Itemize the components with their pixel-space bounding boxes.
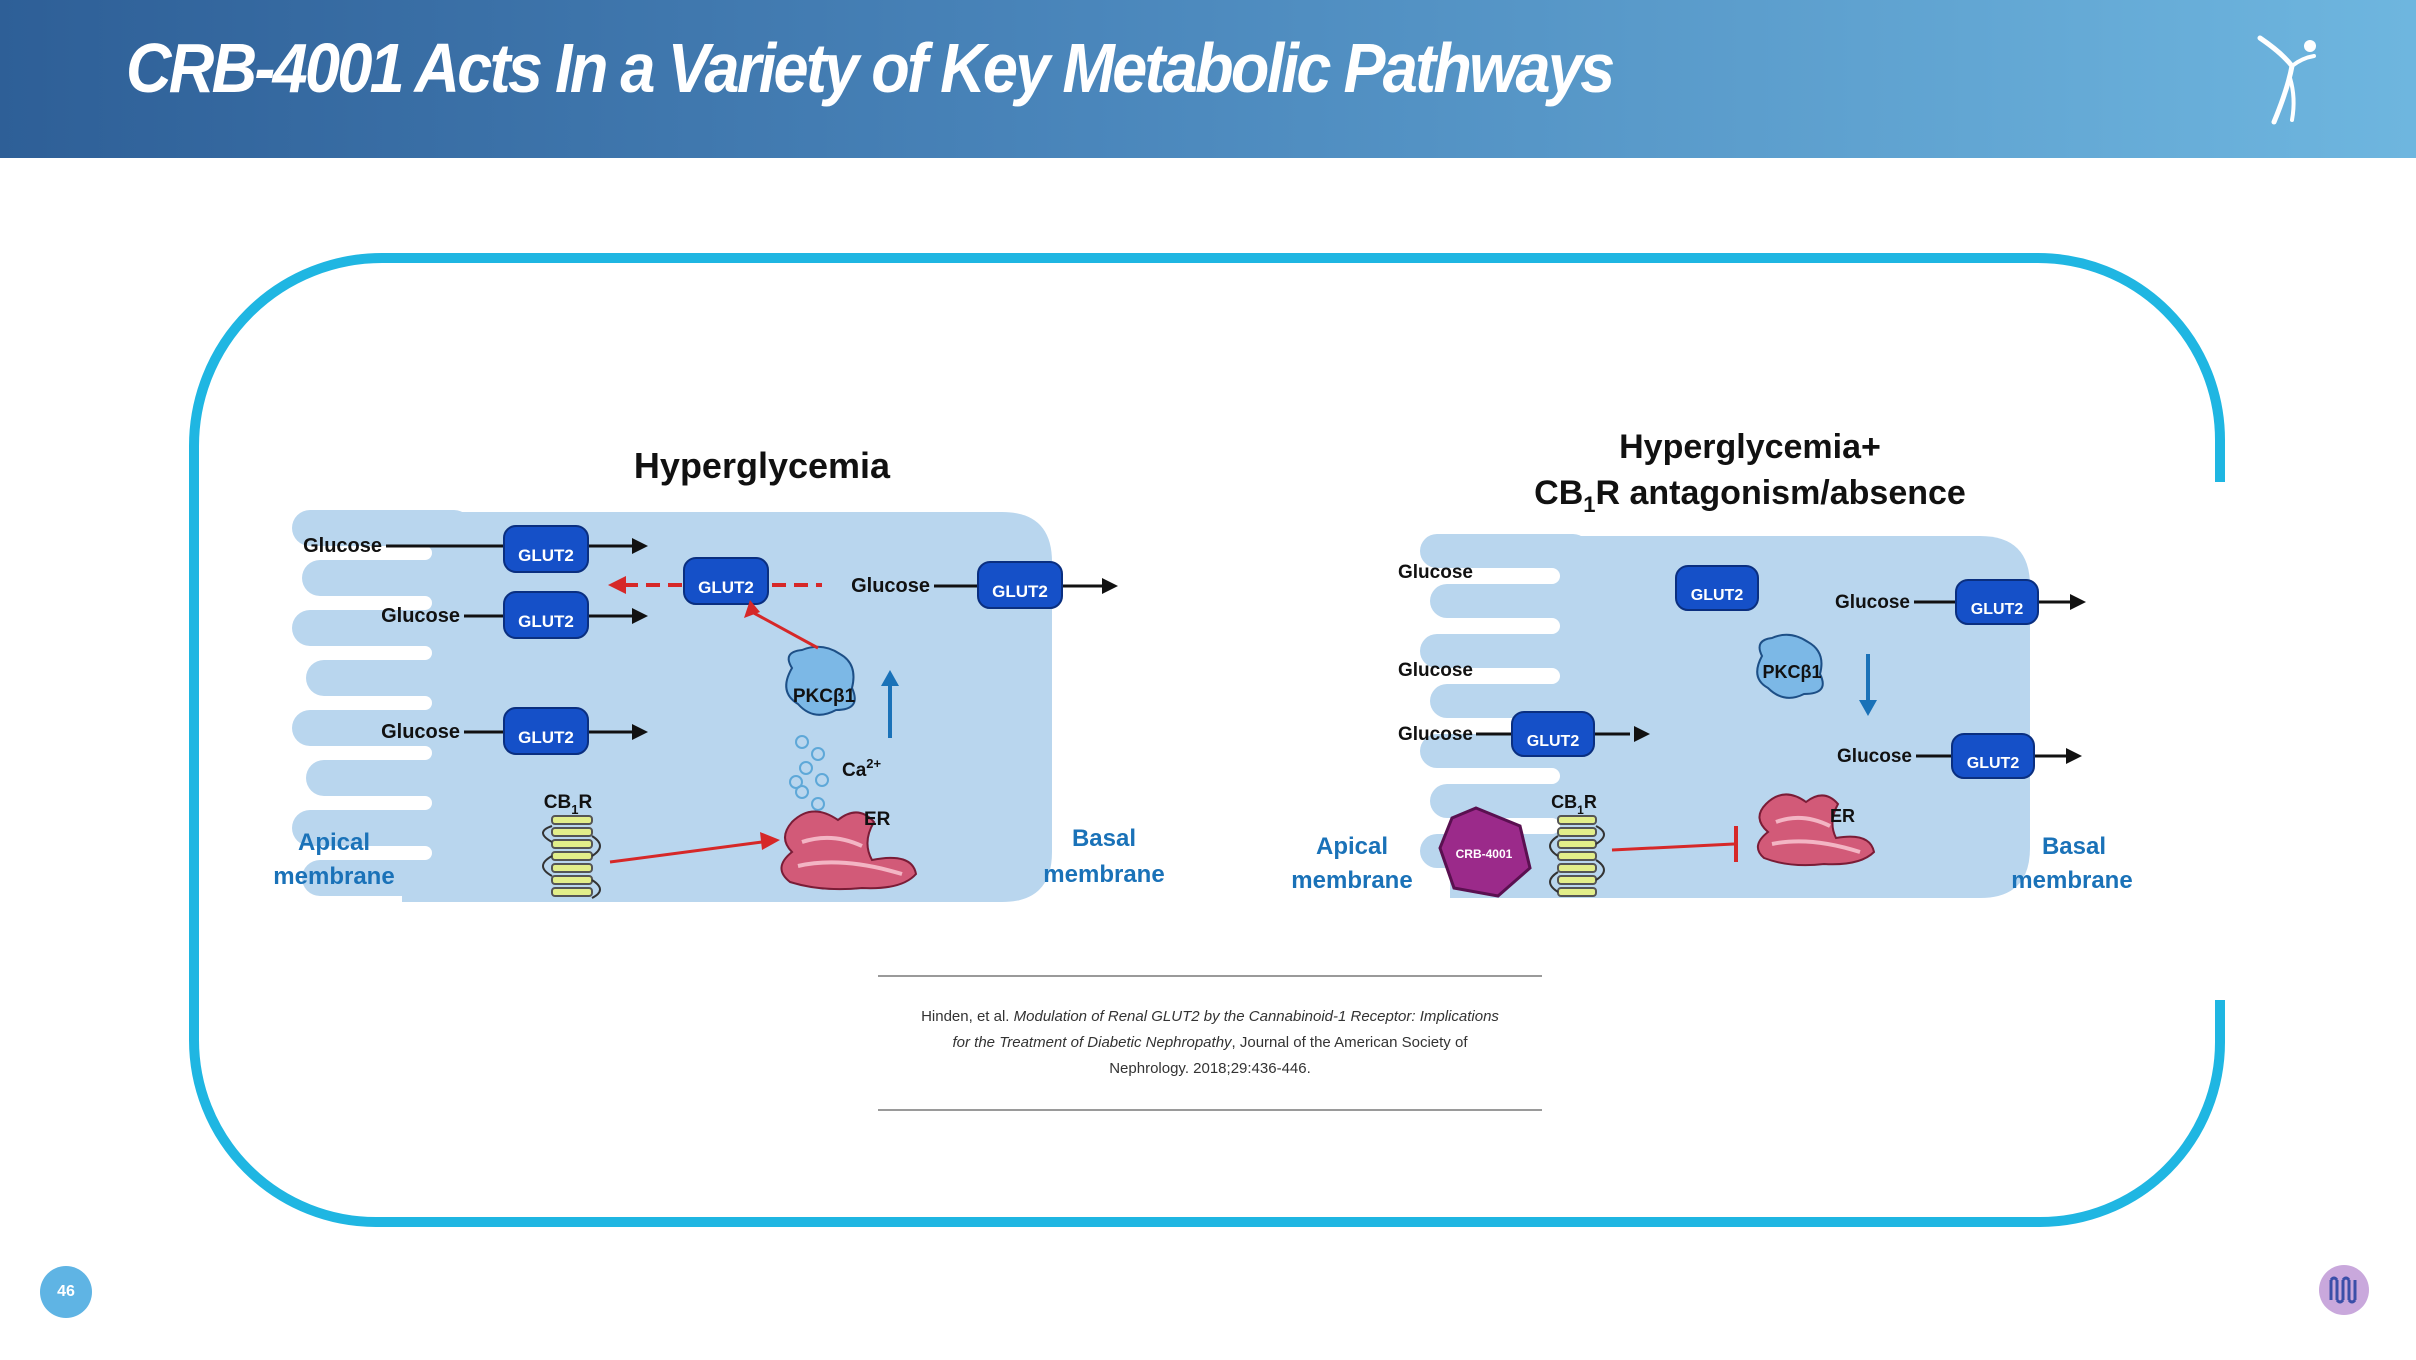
glucose-label: Glucose — [303, 535, 382, 557]
basal-label: Basal — [2042, 833, 2106, 860]
glucose-label: Glucose — [851, 575, 930, 597]
apical-label-2: membrane — [1291, 867, 1412, 894]
citation-article-cont: for the Treatment of Diabetic Nephropath… — [952, 1034, 1232, 1051]
citation-journal-cont: Nephrology. 2018;29:436-446. — [1109, 1060, 1311, 1077]
svg-text:GLUT2: GLUT2 — [518, 728, 574, 747]
calcium-label: Ca2+ — [842, 756, 882, 781]
glut2-transporter: GLUT2 — [1955, 579, 2039, 625]
glut2-transporter: GLUT2 — [503, 707, 589, 755]
svg-text:GLUT2: GLUT2 — [1691, 587, 1744, 604]
svg-text:CRB-4001: CRB-4001 — [1456, 847, 1513, 861]
er-label: ER — [864, 809, 891, 830]
citation-article: Modulation of Renal GLUT2 by the Cannabi… — [1013, 1008, 1499, 1025]
basal-label: Basal — [1072, 825, 1136, 852]
receptor-label: CB1R — [1551, 792, 1597, 817]
panel-title: Hyperglycemia — [634, 445, 891, 486]
glut2-transporter: GLUT2 — [1511, 711, 1595, 757]
antagonism-diagram: Hyperglycemia+ CB1R antagonism/absence G… — [1291, 428, 2133, 898]
glut2-transporter: GLUT2 — [1675, 565, 1759, 611]
basal-label-2: membrane — [1043, 861, 1164, 888]
slide-title: CRB-4001 Acts In a Variety of Key Metabo… — [126, 29, 1615, 107]
citation-block: Hinden, et al. Modulation of Renal GLUT2… — [878, 975, 1542, 1111]
glut2-transporter: GLUT2 — [503, 525, 589, 573]
svg-text:GLUT2: GLUT2 — [518, 612, 574, 631]
pkcb1-kinase — [1756, 633, 1824, 699]
runner-figure-icon — [2257, 35, 2316, 125]
receptor-icon — [2319, 1265, 2369, 1315]
crb-4001-molecule: CRB-4001 — [1438, 806, 1532, 898]
cb1r-receptor — [1557, 815, 1597, 897]
apical-label: Apical — [298, 829, 370, 856]
glucose-label: Glucose — [1835, 592, 1910, 613]
svg-text:GLUT2: GLUT2 — [1527, 733, 1580, 750]
glut2-transporter: GLUT2 — [683, 557, 769, 605]
er-organelle — [780, 810, 918, 891]
glucose-label: Glucose — [1398, 660, 1473, 681]
glucose-label: Glucose — [381, 605, 460, 627]
glut2-transporter: GLUT2 — [1951, 733, 2035, 779]
header-bar — [0, 0, 2416, 158]
hyperglycemia-diagram: Hyperglycemia Glucose Glucose Glucose Gl… — [273, 445, 1165, 902]
citation-authors: Hinden, et al. — [921, 1008, 1010, 1025]
pkcb1-kinase — [785, 645, 856, 716]
panel-title-line2: CB1R antagonism/absence — [1534, 474, 1966, 517]
apical-label-2: membrane — [273, 863, 394, 890]
er-label: ER — [1830, 806, 1855, 826]
glut2-transporter: GLUT2 — [977, 561, 1063, 609]
svg-text:GLUT2: GLUT2 — [1967, 755, 2020, 772]
cb1r-receptor — [551, 815, 593, 897]
apical-label: Apical — [1316, 833, 1388, 860]
panel-title-line1: Hyperglycemia+ — [1619, 428, 1881, 466]
svg-text:GLUT2: GLUT2 — [698, 578, 754, 597]
svg-text:GLUT2: GLUT2 — [1971, 601, 2024, 618]
basal-label-2: membrane — [2011, 867, 2132, 894]
kinase-label: PKCβ1 — [793, 686, 856, 707]
svg-text:GLUT2: GLUT2 — [992, 582, 1048, 601]
kinase-label: PKCβ1 — [1762, 662, 1821, 682]
svg-text:GLUT2: GLUT2 — [518, 546, 574, 565]
receptor-label: CB1R — [544, 792, 593, 817]
glut2-transporter: GLUT2 — [503, 591, 589, 639]
glucose-label: Glucose — [1398, 562, 1473, 583]
citation-journal: , Journal of the American Society of — [1231, 1034, 1468, 1051]
er-organelle — [1757, 793, 1876, 867]
glucose-label: Glucose — [381, 721, 460, 743]
glucose-label: Glucose — [1398, 724, 1473, 745]
glucose-label: Glucose — [1837, 746, 1912, 767]
page-number: 46 — [40, 1266, 92, 1318]
